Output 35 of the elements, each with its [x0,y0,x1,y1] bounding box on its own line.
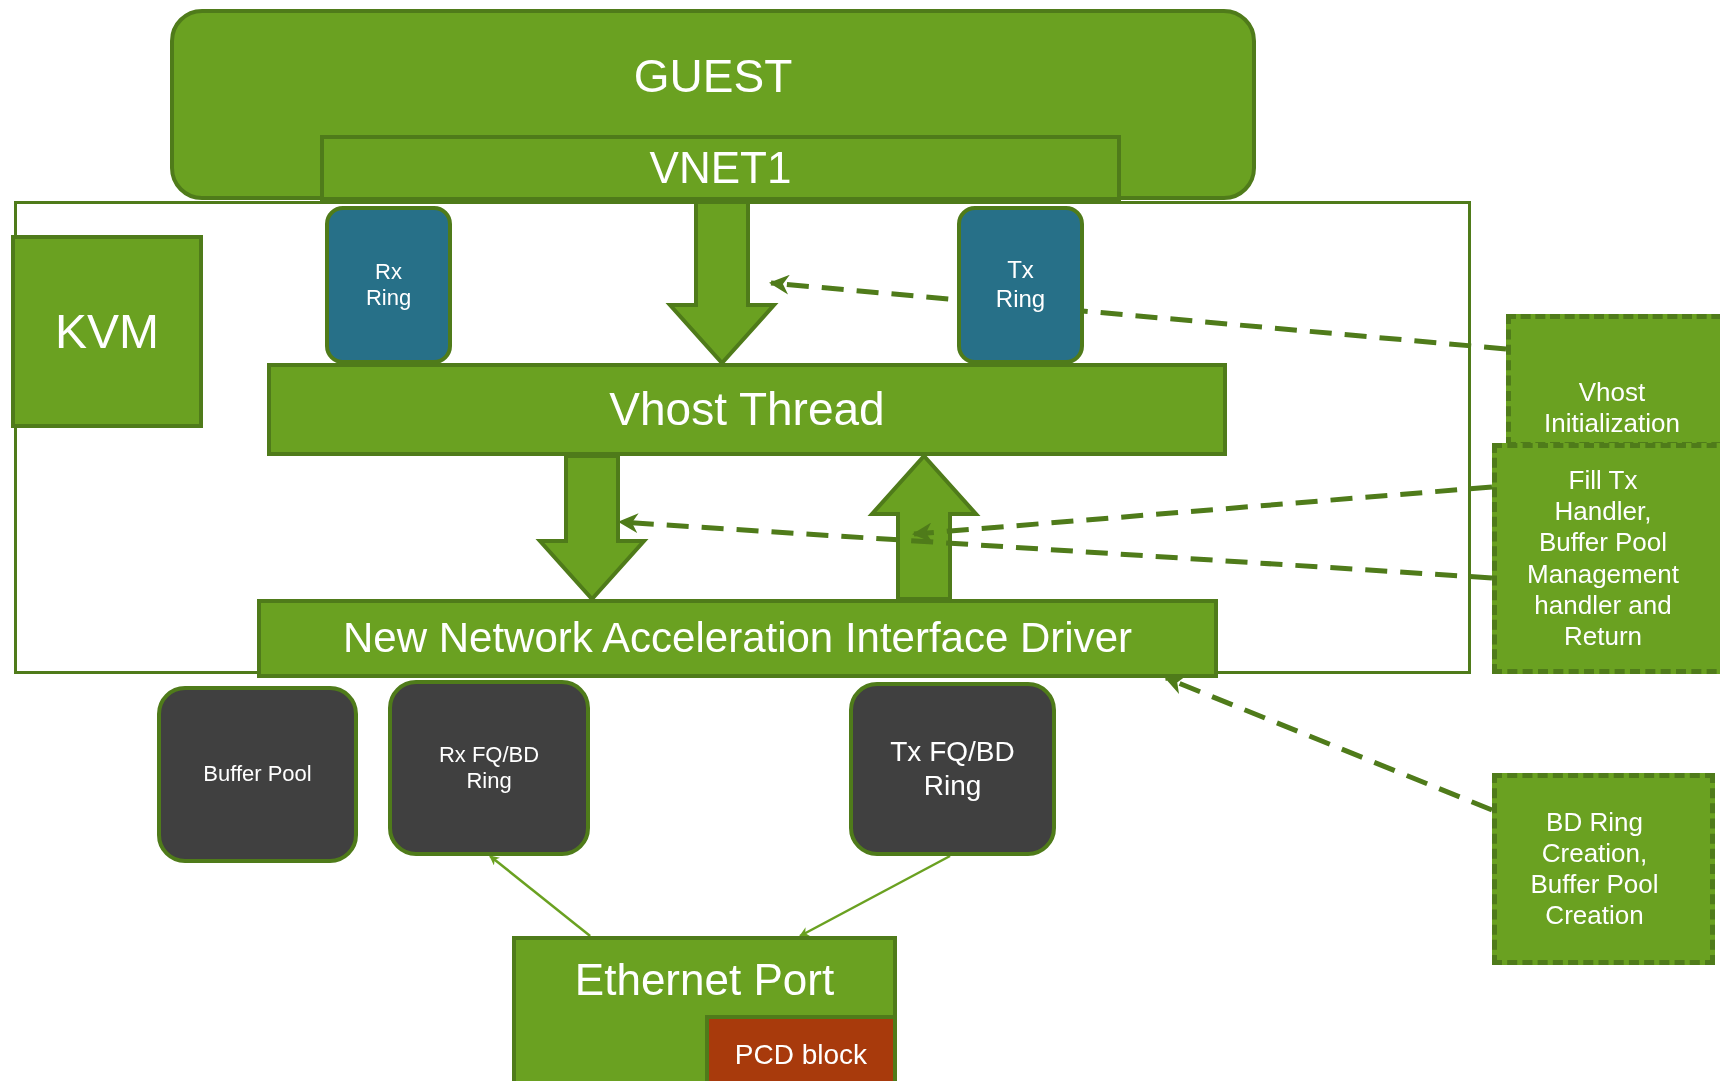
arrow [489,855,591,937]
block-arrow [535,454,649,602]
node-label: Tx FQ/BD Ring [889,735,1016,803]
node-label: GUEST [633,49,793,104]
note-box [1492,773,1715,965]
dashed-arrow [1164,675,1493,813]
queue-box [388,680,590,856]
queue-box [849,682,1056,856]
node-label: Ethernet Port [574,954,835,1006]
node-label: Vhost Thread [609,381,885,437]
node-label: Tx Ring [995,256,1046,314]
node-label: PCD block [734,1038,868,1072]
guest-panel [170,9,1256,200]
node-label: KVM [55,303,159,360]
outline-box [14,201,1471,674]
queue-box [157,686,358,863]
arrow [799,854,951,938]
node-label: Vhost Initialization [1543,377,1681,440]
component-bar [320,135,1121,201]
block-arrow [867,453,981,601]
node-label: New Network Acceleration Interface Driver [343,613,1132,664]
node-label: VNET1 [649,141,792,194]
node-label: BD Ring Creation, Buffer Pool Creation [1529,806,1660,932]
port-box [512,936,897,1081]
dashed-arrow [769,274,1507,352]
ring-box [325,206,452,364]
node-label: Rx Ring [364,258,413,312]
component-bar [267,363,1227,456]
node-label: Rx FQ/BD Ring [437,741,541,795]
dashed-arrow [618,513,1493,581]
node-label: Buffer Pool [203,761,312,788]
ring-box [957,206,1084,364]
component-bar [11,235,203,428]
node-label: Fill Tx Handler, Buffer Pool Management handler and Return [1527,464,1679,653]
note-box [1492,443,1720,674]
